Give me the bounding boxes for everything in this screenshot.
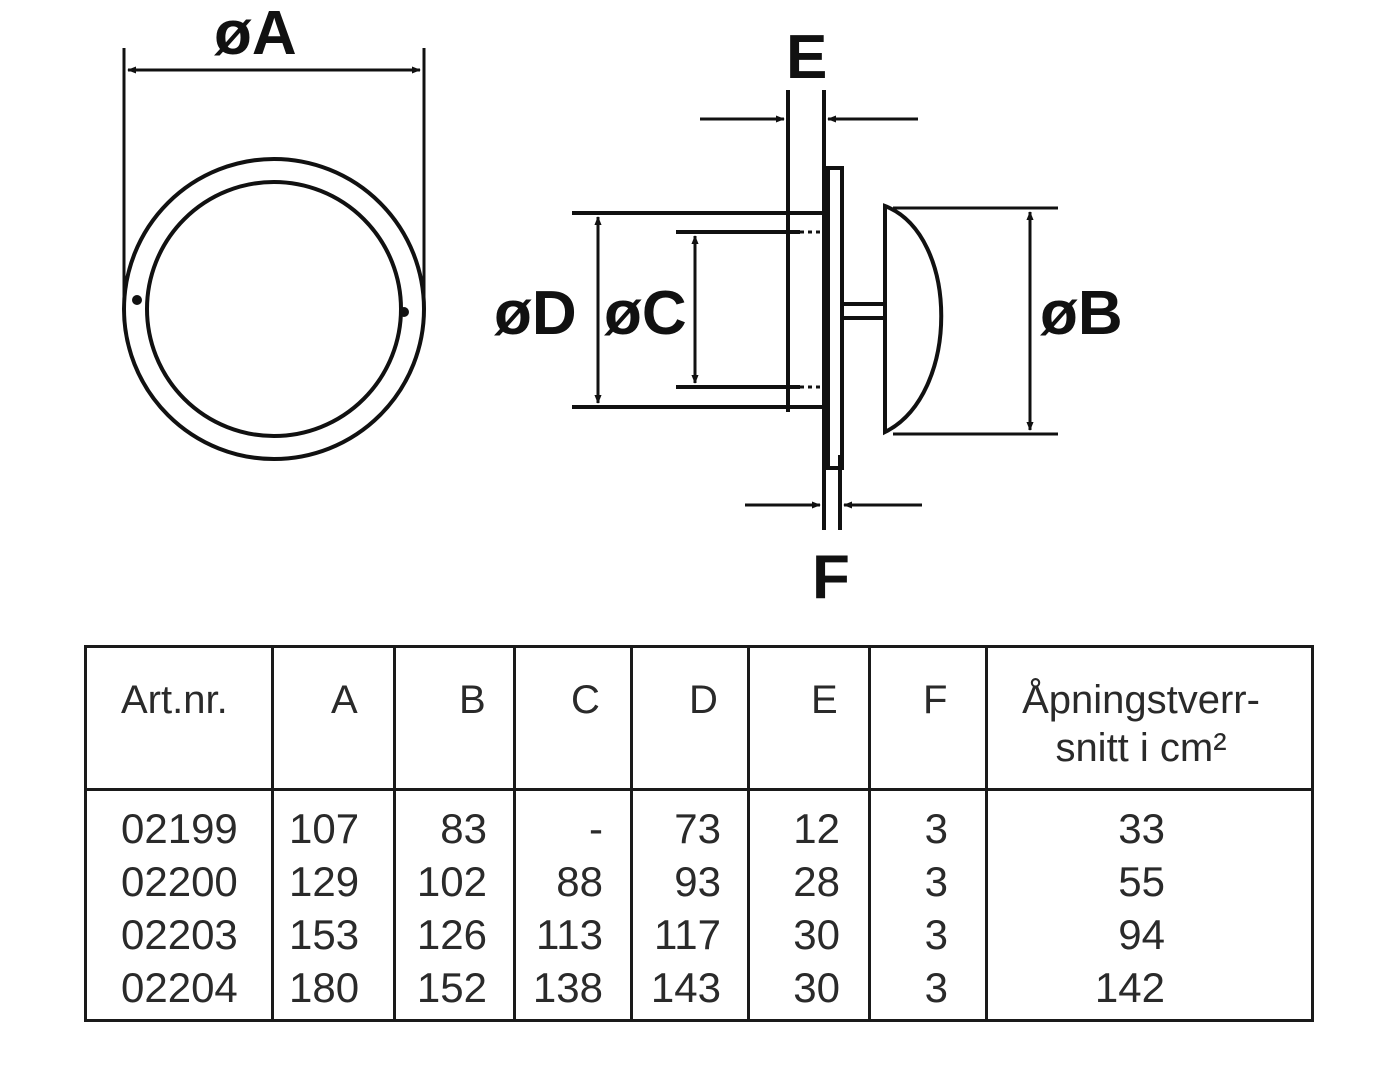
cell-a: 107 [289,805,360,852]
label-phi-b: øB [1040,279,1123,348]
header-opening-area-line1: Åpningstverr- [1022,678,1260,722]
header-c: C [571,678,600,722]
header-opening-area-line2: snitt i cm² [1055,726,1227,770]
col-divider [985,648,988,1019]
col-divider [868,648,871,1019]
dome-cap [883,203,944,436]
cell-f: 3 [924,911,948,958]
col-divider [513,648,516,1019]
outer-ring [122,157,426,461]
cell-opening-area: 142 [1094,964,1165,1011]
cell-opening-area: 94 [1118,911,1165,958]
cell-d: 73 [674,805,721,852]
cell-b: 83 [440,805,487,852]
cell-f: 3 [924,858,948,905]
cell-f: 3 [924,964,948,1011]
header-a: A [331,678,358,722]
flange-plate [826,166,844,470]
technical-drawing: øA E F øD øC øB [122,0,1123,612]
cell-c: 113 [536,911,603,958]
screw-hole-right [399,307,409,317]
cell-opening-area: 55 [1118,858,1165,905]
cell-art-nr: 02199 [121,805,238,852]
cell-b: 102 [416,858,487,905]
cell-c: - [589,805,603,852]
cell-d: 117 [654,911,721,958]
label-e: E [786,23,827,92]
cell-e: 30 [793,911,840,958]
screw-hole-left [132,295,142,305]
header-opening-area: Åpningstverr- snitt i cm² [991,676,1291,772]
cell-e: 28 [793,858,840,905]
header-art-nr: Art.nr. [121,678,228,722]
label-phi-d: øD [494,279,577,348]
cell-art-nr: 02200 [121,858,238,905]
cell-e: 30 [793,964,840,1011]
label-phi-c: øC [604,279,687,348]
cell-a: 129 [289,858,360,905]
cell-art-nr: 02204 [121,964,238,1011]
cell-d: 143 [650,964,721,1011]
label-phi-a: øA [214,0,297,68]
cell-a: 180 [289,964,360,1011]
cell-d: 93 [674,858,721,905]
front-view [122,48,426,461]
cell-f: 3 [924,805,948,852]
cell-c: 88 [556,858,603,905]
cell-c: 138 [532,964,603,1011]
cell-a: 153 [289,911,360,958]
cell-b: 152 [416,964,487,1011]
cell-b: 126 [416,911,487,958]
header-f: F [923,678,948,722]
label-f: F [812,543,850,612]
header-b: B [459,678,486,722]
inner-ring [145,180,403,438]
col-divider [393,648,396,1019]
header-e: E [811,678,838,722]
col-divider [747,648,750,1019]
side-view [572,90,1058,530]
col-divider [630,648,633,1019]
header-divider [87,788,1311,791]
cell-art-nr: 02203 [121,911,238,958]
cell-e: 12 [793,805,840,852]
col-divider [271,648,274,1019]
header-d: D [689,678,718,722]
specification-table: Art.nr. A B C D E F Åpningstverr- snitt … [84,645,1314,1022]
cell-opening-area: 33 [1118,805,1165,852]
